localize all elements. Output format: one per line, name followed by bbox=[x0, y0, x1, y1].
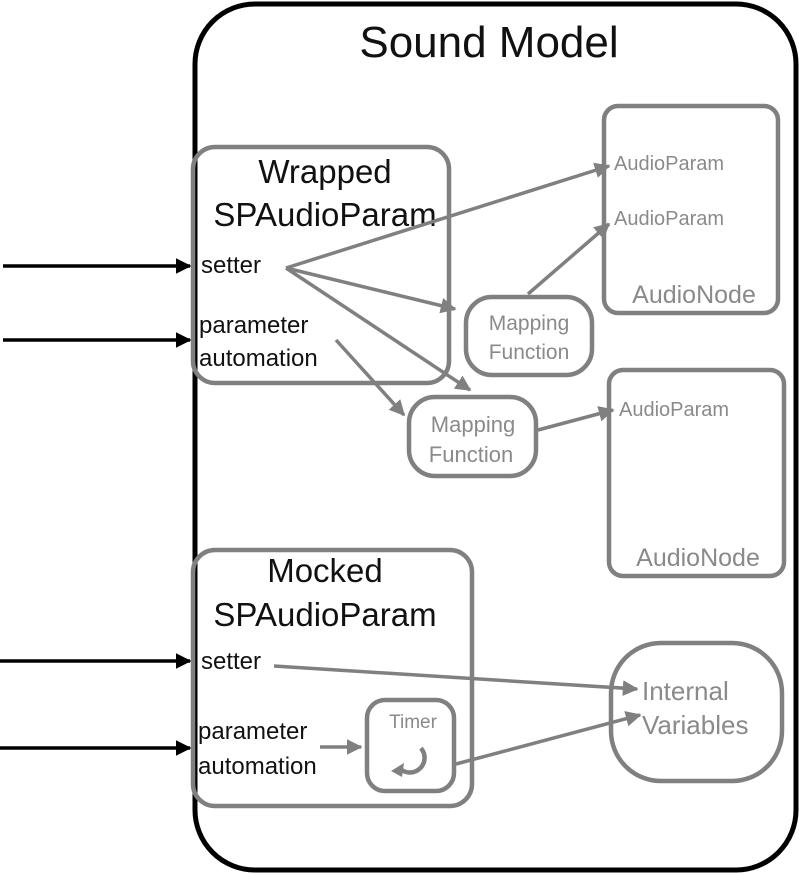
mocked-title-line1: Mocked bbox=[267, 552, 383, 589]
mocked-setter-label: setter bbox=[201, 648, 261, 675]
arrow-automation-to-mapping-2 bbox=[334, 338, 406, 417]
mapping-function-box-1 bbox=[463, 294, 595, 378]
mocked-title-line2: SPAudioParam bbox=[213, 596, 436, 633]
mapping-function-1-line1: Mapping bbox=[489, 312, 570, 335]
wrapped-spaudioparam-box bbox=[190, 144, 452, 386]
audio-node-1-param-2: AudioParam bbox=[614, 208, 724, 230]
audio-node-box-1 bbox=[601, 103, 781, 316]
mocked-automation-line2: automation bbox=[198, 753, 317, 780]
arrow-timer-to-internal bbox=[455, 711, 642, 766]
audio-node-2-param-1: AudioParam bbox=[619, 399, 729, 421]
arrow-mapping-1-to-audioparam bbox=[526, 222, 611, 296]
mapping-function-1-line2: Function bbox=[489, 341, 570, 364]
audio-node-2-label: AudioNode bbox=[636, 544, 760, 572]
arrow-mocked-setter-to-internal bbox=[273, 664, 639, 696]
mapping-function-box-2 bbox=[406, 394, 539, 479]
mapping-function-2-line2: Function bbox=[429, 442, 513, 467]
audio-node-1-param-1: AudioParam bbox=[614, 153, 724, 175]
internal-variables-line1: Internal bbox=[642, 676, 729, 706]
wrapped-title-line1: Wrapped bbox=[258, 153, 391, 190]
internal-variables-line2: Variables bbox=[642, 710, 748, 740]
mapping-function-2-line1: Mapping bbox=[431, 412, 515, 437]
audio-node-box-2 bbox=[606, 367, 787, 579]
wrapped-setter-label: setter bbox=[201, 252, 261, 279]
internal-variables-box bbox=[608, 640, 785, 784]
timer-box bbox=[364, 697, 457, 794]
wrapped-automation-line1: parameter bbox=[199, 312, 308, 339]
wrapped-title-line2: SPAudioParam bbox=[213, 196, 436, 233]
arrow-setter-to-mapping-2 bbox=[285, 266, 472, 392]
audio-node-1-label: AudioNode bbox=[632, 281, 756, 309]
mocked-automation-line1: parameter bbox=[198, 718, 307, 745]
sound-model-box bbox=[192, 1, 799, 873]
sound-model-title: Sound Model bbox=[359, 18, 618, 67]
wrapped-automation-line2: automation bbox=[199, 345, 318, 372]
timer-label: Timer bbox=[389, 712, 438, 733]
refresh-icon bbox=[391, 746, 427, 777]
arrow-setter-to-audioparam bbox=[285, 162, 611, 270]
arrow-mapping-2-to-audioparam bbox=[537, 406, 615, 432]
arrow-setter-to-mapping-1 bbox=[285, 266, 457, 314]
